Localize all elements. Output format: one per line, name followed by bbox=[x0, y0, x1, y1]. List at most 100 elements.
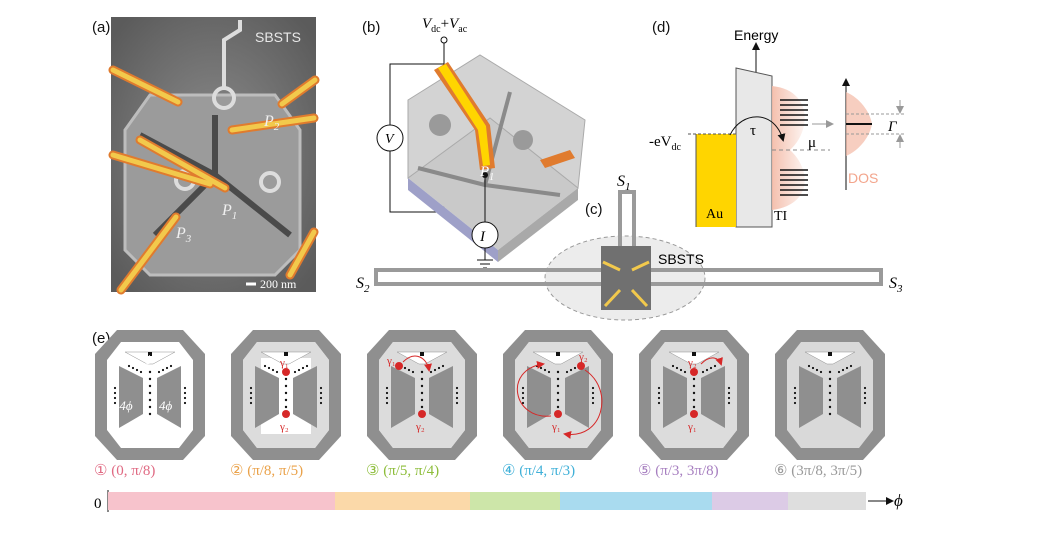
sem-loop-right bbox=[259, 171, 281, 193]
junction-dot bbox=[385, 401, 389, 405]
junction-dot bbox=[319, 391, 323, 395]
junction-dot bbox=[807, 364, 811, 368]
ti-label: TI bbox=[774, 209, 788, 224]
junction-dot bbox=[113, 391, 117, 395]
junction-dot bbox=[863, 396, 867, 400]
junction-dot bbox=[148, 412, 152, 416]
sem-gold-leads bbox=[110, 67, 318, 293]
junction-dot bbox=[267, 366, 271, 370]
device-gold-lead bbox=[438, 64, 490, 166]
panel-b-label: (b) bbox=[362, 19, 380, 36]
mu-label: μ bbox=[808, 135, 816, 151]
junction-dot bbox=[411, 370, 415, 374]
stage-pad-left bbox=[663, 366, 687, 428]
junction-dot bbox=[420, 398, 424, 402]
majorana-mode bbox=[282, 368, 290, 376]
junction-dot bbox=[556, 377, 560, 381]
junction-dot bbox=[113, 396, 117, 400]
junction-dot bbox=[433, 368, 437, 372]
gamma2-label: γ₂ bbox=[279, 421, 289, 433]
gamma2-label: γ₂ bbox=[687, 357, 697, 369]
junction-dot bbox=[385, 396, 389, 400]
junction-dot bbox=[828, 405, 832, 409]
stage-pad-right bbox=[565, 366, 589, 428]
device-grooves bbox=[417, 91, 561, 197]
junction-dot bbox=[148, 384, 152, 388]
junction-dot bbox=[727, 391, 731, 395]
junction-dot bbox=[148, 405, 152, 409]
device-loop-left bbox=[429, 114, 451, 136]
junction-dot bbox=[811, 366, 815, 370]
stage-dotted-lines bbox=[793, 364, 867, 416]
gamma2-label: γ₂ bbox=[578, 351, 588, 363]
junction-dot bbox=[305, 364, 309, 368]
phase-bar-segment-5 bbox=[712, 492, 788, 510]
junction-dot bbox=[157, 370, 161, 374]
junction-dot bbox=[284, 398, 288, 402]
majorana-mode bbox=[282, 410, 290, 418]
phase-bar bbox=[108, 492, 866, 510]
junction-dot bbox=[319, 401, 323, 405]
axis-zero-label: 0 bbox=[94, 496, 102, 512]
junction-dot bbox=[709, 366, 713, 370]
panel-a-label: (a) bbox=[92, 19, 110, 36]
sbsts-thumbnail-leads bbox=[602, 260, 650, 308]
junction-dot bbox=[284, 391, 288, 395]
junction-dot bbox=[319, 386, 323, 390]
sem-p2-label: P2 bbox=[263, 113, 280, 133]
junction-dot bbox=[793, 391, 797, 395]
zero-label: 0 bbox=[146, 430, 153, 445]
stage-pad-left bbox=[391, 366, 415, 428]
panel-b: (b) Vdc+Vac V P1 I bbox=[362, 16, 586, 269]
junction-dot bbox=[692, 377, 696, 381]
junction-dot bbox=[420, 384, 424, 388]
phase-bar-segment-3 bbox=[470, 492, 560, 510]
range-label-6: ⑥ (3π/8, 3π/5) bbox=[774, 463, 862, 479]
bias-voltage-label: Vdc+Vac bbox=[422, 16, 468, 35]
junction-dot bbox=[793, 401, 797, 405]
junction-dot bbox=[521, 396, 525, 400]
junction-dot bbox=[837, 370, 841, 374]
gamma1-label: γ₁ bbox=[687, 421, 697, 433]
gamma-label: Γ bbox=[887, 119, 898, 135]
junction-dot bbox=[657, 396, 661, 400]
braid-arrow-left bbox=[516, 360, 552, 417]
junction-dot bbox=[828, 377, 832, 381]
junction-dot bbox=[828, 370, 832, 374]
junction-dot bbox=[793, 396, 797, 400]
label-s3: S3 bbox=[889, 275, 903, 295]
junction-dot bbox=[556, 391, 560, 395]
junction-dot bbox=[547, 370, 551, 374]
range-label-2: ② (π/8, π/5) bbox=[230, 463, 303, 479]
junction-dot bbox=[441, 364, 445, 368]
junction-dot bbox=[263, 364, 267, 368]
stage-top-channel bbox=[260, 351, 312, 365]
junction-dot bbox=[420, 405, 424, 409]
junction-dot bbox=[815, 368, 819, 372]
junction-dot bbox=[455, 396, 459, 400]
junction-dot bbox=[249, 386, 253, 390]
junction-dot bbox=[148, 377, 152, 381]
gamma1-label: γ₁ bbox=[279, 357, 289, 369]
phase-bar-segment-2 bbox=[335, 492, 470, 510]
label-s1: S1 bbox=[617, 173, 631, 193]
majorana-mode bbox=[418, 410, 426, 418]
energy-label: Energy bbox=[734, 27, 778, 43]
majorana-mode bbox=[554, 410, 562, 418]
junction-dot bbox=[543, 368, 547, 372]
plus-4phi-label: 4ϕ bbox=[159, 398, 173, 413]
junction-dot bbox=[131, 366, 135, 370]
junction-dot bbox=[521, 391, 525, 395]
junction-dot bbox=[521, 386, 525, 390]
junction-dot bbox=[403, 366, 407, 370]
stage-top-channel bbox=[668, 351, 720, 365]
junction-dot bbox=[539, 366, 543, 370]
junction-dot bbox=[556, 398, 560, 402]
junction-dot bbox=[148, 370, 152, 374]
range-labels: ① (0, π/8)② (π/8, π/5)③ (π/5, π/4)④ (π/4… bbox=[94, 463, 862, 479]
phase-bar-segment-1 bbox=[108, 492, 335, 510]
